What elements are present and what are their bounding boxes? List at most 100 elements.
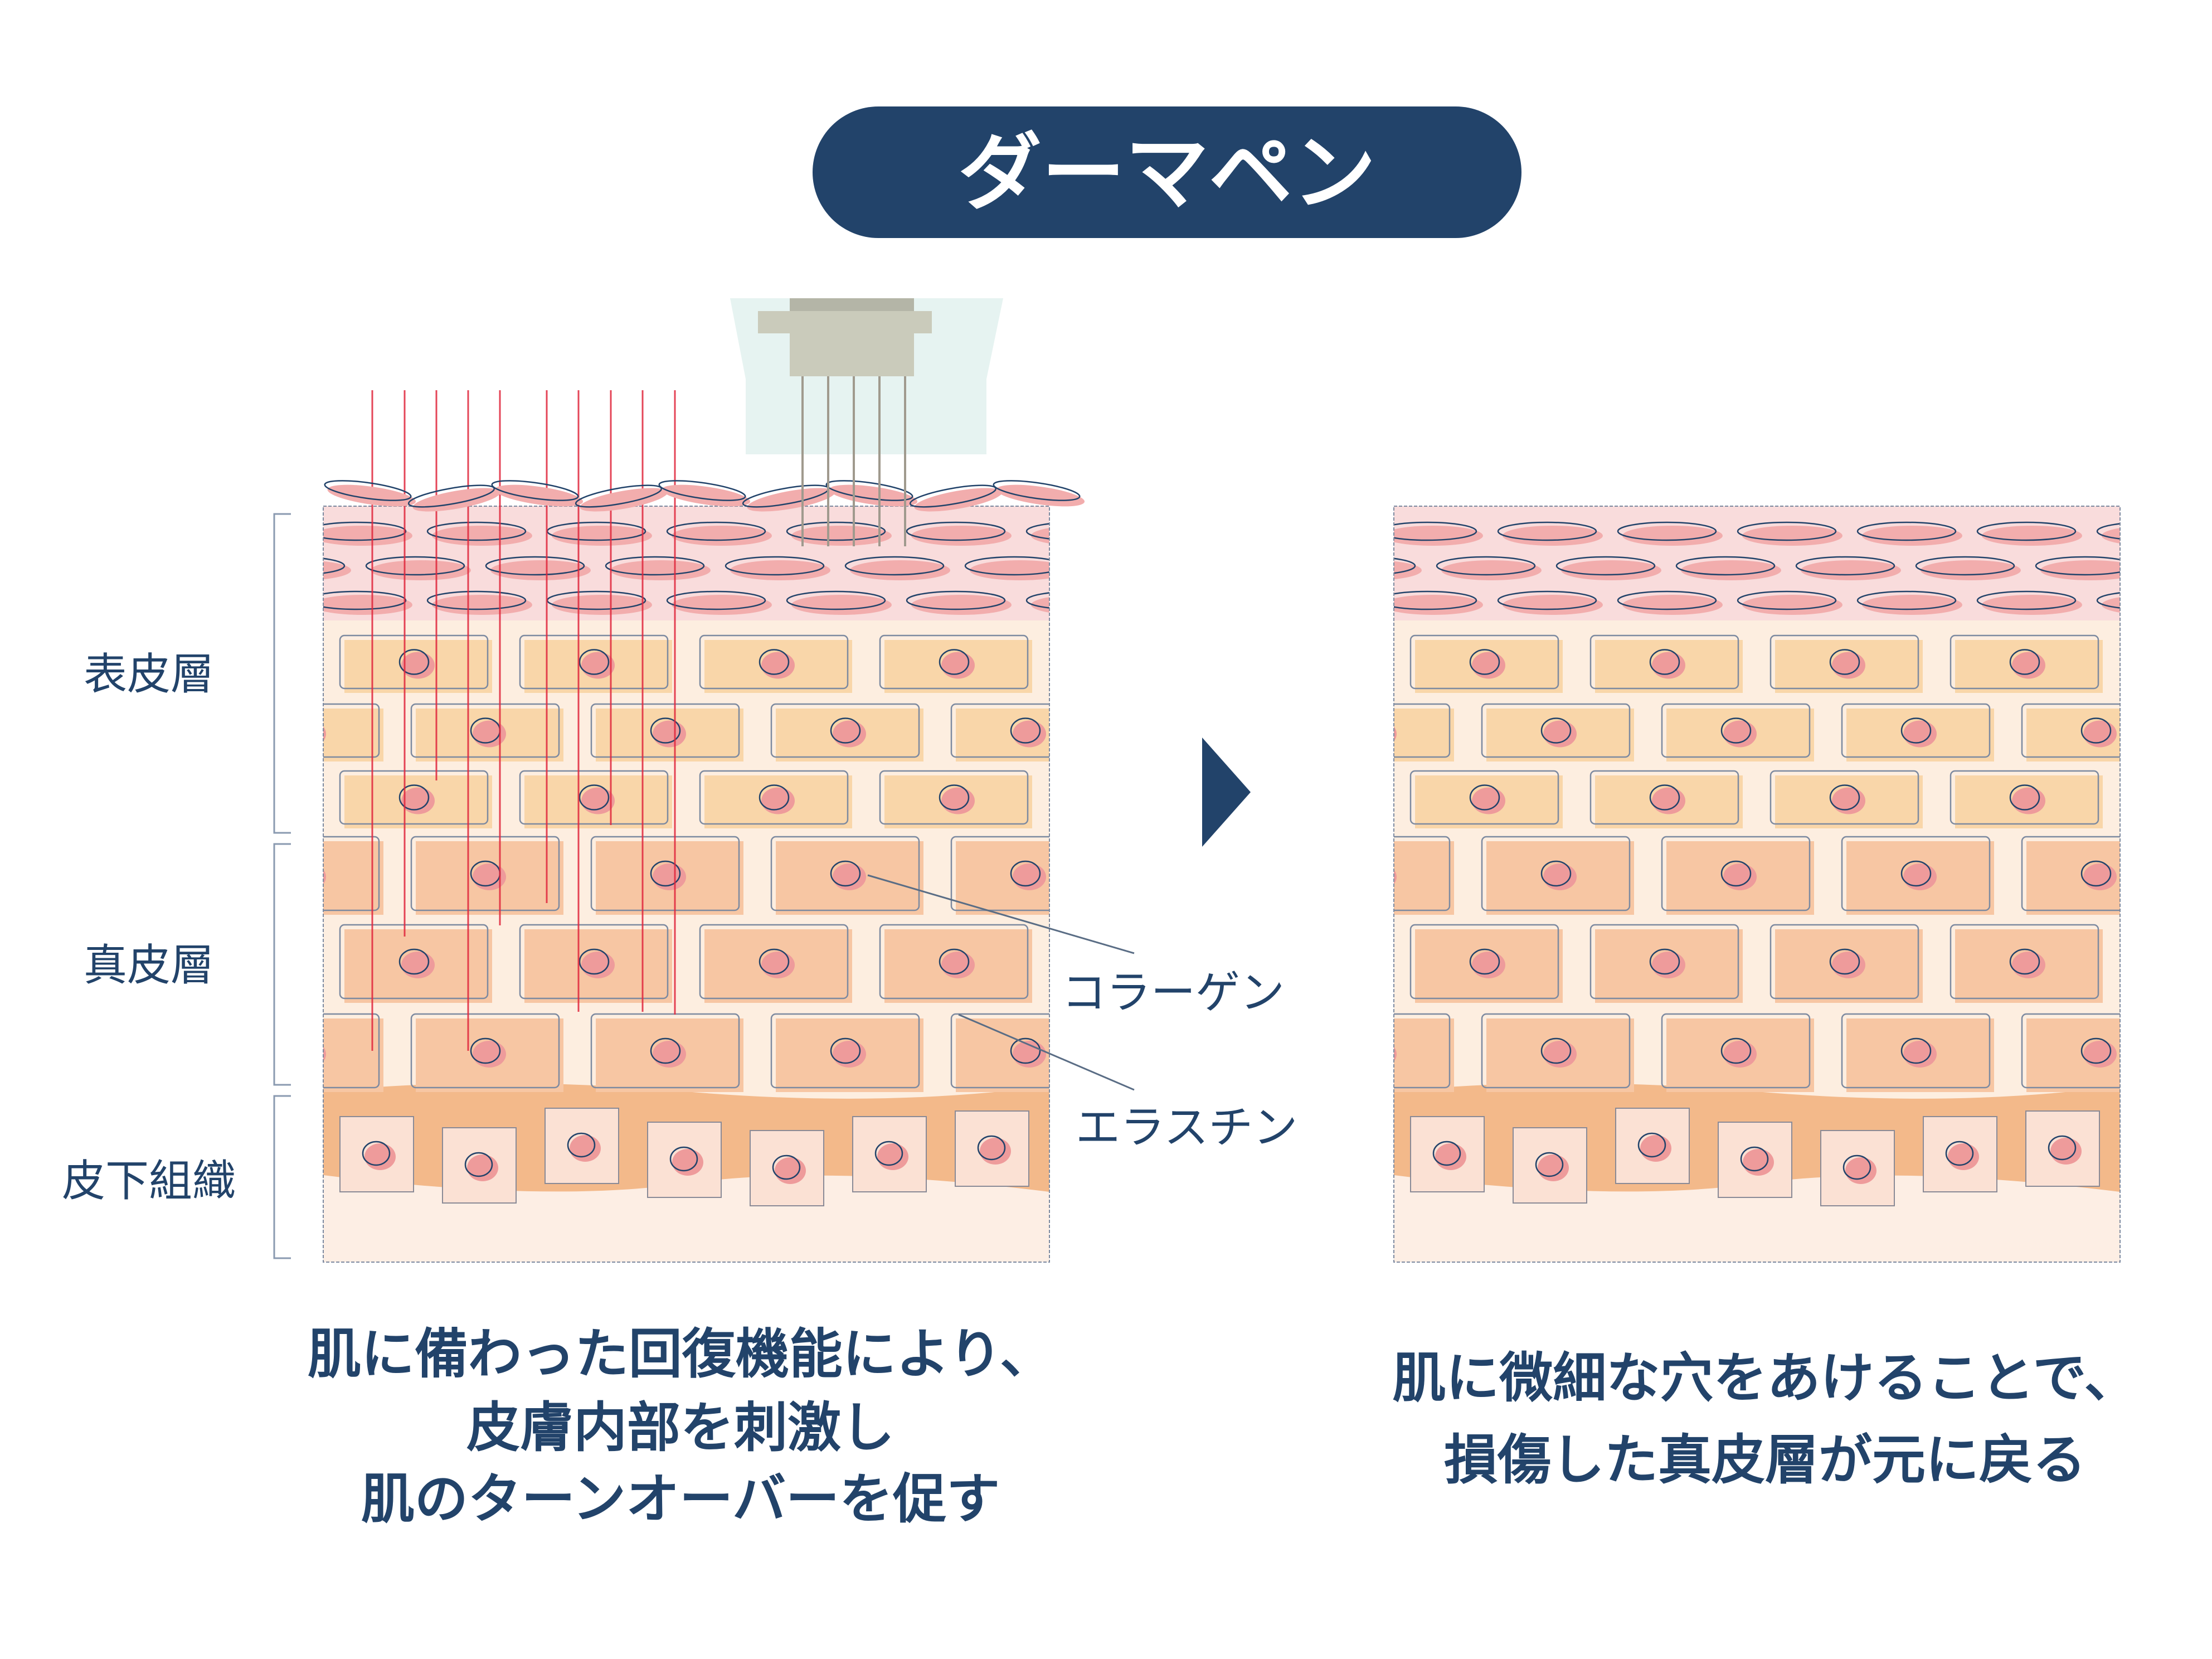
keratin-cell — [2040, 560, 2120, 580]
nucleus-outline — [1720, 717, 1752, 744]
nucleus — [2192, 652, 2212, 679]
keratin-cell — [970, 560, 1049, 580]
fat-nucleus — [1743, 1149, 1774, 1176]
keratin-cell-outline — [1025, 523, 1049, 540]
keratin-cell-outline — [2035, 556, 2120, 576]
cell-outline — [1841, 1013, 1991, 1089]
cell-outline — [339, 634, 489, 690]
cell-outline — [699, 924, 849, 1000]
cell-outline — [590, 836, 740, 911]
cell — [2206, 841, 2212, 915]
nucleus — [1193, 864, 1226, 890]
cell-outline — [950, 1013, 1049, 1089]
fat-nucleus — [672, 1149, 703, 1176]
lifted-keratin-outline — [825, 480, 913, 501]
cell-outline — [1950, 924, 2099, 1000]
caption-right-line-2: 損傷した真皮層が元に戻る — [1444, 1429, 2086, 1491]
keratin-cell — [1441, 560, 1542, 580]
nucleus-outline — [2009, 784, 2040, 811]
cell-outline — [590, 1013, 740, 1089]
lifted-keratin-outline — [491, 480, 579, 501]
nucleus — [473, 720, 506, 748]
nucleus — [761, 787, 795, 814]
cell-outline — [1394, 1013, 1451, 1089]
label-subcutis: 皮下組織 — [62, 1156, 236, 1206]
nucleus-outline — [1469, 948, 1500, 975]
nucleus-outline — [291, 1039, 320, 1063]
keratin-cell-outline — [485, 556, 585, 576]
fat-nucleus — [1538, 1154, 1569, 1181]
nucleus-outline — [2009, 948, 2040, 975]
fat-nucleus-outline — [464, 1152, 493, 1177]
nucleus-outline — [1540, 860, 1572, 887]
fat-nucleus — [980, 1138, 1011, 1165]
nucleus — [941, 652, 975, 679]
nucleus-outline — [398, 649, 430, 675]
cell-outline — [1131, 1014, 1279, 1088]
cell-outline — [1394, 836, 1451, 911]
skin-panel-after — [1393, 506, 2212, 1263]
cell-outline — [2202, 837, 2212, 910]
label-elastin: エラスチン — [1076, 1102, 1297, 1153]
keratin-cell-outline — [188, 591, 286, 609]
nucleus-outline — [1010, 860, 1041, 887]
nucleus-outline — [830, 1037, 861, 1064]
nucleus — [1832, 787, 1865, 814]
nucleus-outline — [939, 649, 970, 675]
keratin-cell — [1742, 526, 1842, 546]
keratin-cell — [490, 560, 591, 580]
fat-nucleus — [1640, 1135, 1671, 1162]
keratin-cell — [730, 560, 830, 580]
nucleus-outline — [578, 784, 610, 811]
cell-outline — [410, 1013, 560, 1089]
cell-outline — [1589, 924, 1739, 1000]
nucleus — [473, 1041, 506, 1068]
nucleus-outline — [1300, 785, 1329, 810]
keratin-cell — [192, 526, 293, 546]
nucleus — [323, 869, 326, 885]
caption-right-line-1: 肌に微細な穴をあけることで、 — [1392, 1347, 2137, 1409]
nucleus — [833, 720, 866, 748]
nucleus — [1121, 788, 1155, 814]
nucleus — [761, 652, 795, 679]
cell-outline — [879, 634, 1029, 690]
keratin-cell-outline — [323, 590, 407, 610]
cell-outline — [1769, 634, 1919, 690]
fat-nucleus-outline — [772, 1154, 801, 1180]
keratin-cell-outline — [1856, 590, 1957, 610]
nucleus-outline — [470, 1037, 501, 1064]
cell-outline — [1240, 636, 1388, 688]
cell-outline — [519, 924, 669, 1000]
nucleus-outline — [1829, 948, 1860, 975]
nucleus — [1013, 864, 1046, 890]
keratin-cell-outline — [365, 556, 465, 576]
cell-outline — [1481, 703, 1631, 758]
nucleus-outline — [1300, 949, 1329, 974]
layer-bracket-dermis — [273, 843, 291, 1086]
cell-outline — [590, 703, 740, 758]
keratin-cell-outline — [1617, 521, 1717, 541]
cell-outline — [1409, 770, 1559, 825]
keratin-cell — [911, 526, 1012, 546]
nucleus-outline — [1900, 717, 1932, 744]
nucleus — [323, 1046, 326, 1062]
cell — [1136, 1018, 1284, 1092]
keratin-cell-outline — [2096, 523, 2120, 540]
cell-outline — [1950, 770, 2099, 825]
cell — [1136, 841, 1284, 915]
nucleus — [1394, 1046, 1397, 1062]
cell-outline — [410, 703, 560, 758]
cell-outline — [519, 770, 669, 825]
keratin-cell-outline — [666, 521, 766, 541]
nucleus-outline — [650, 860, 681, 887]
cell — [1394, 709, 1454, 761]
nucleus — [1193, 721, 1226, 748]
keratin-cell — [791, 526, 892, 546]
nucleus — [1121, 652, 1155, 679]
nucleus — [1543, 1041, 1577, 1068]
lifted-keratin-outline — [658, 480, 746, 501]
nucleus — [323, 726, 326, 741]
nucleus — [1301, 952, 1335, 978]
cell-outline — [950, 836, 1049, 911]
keratin-cell — [432, 526, 532, 546]
